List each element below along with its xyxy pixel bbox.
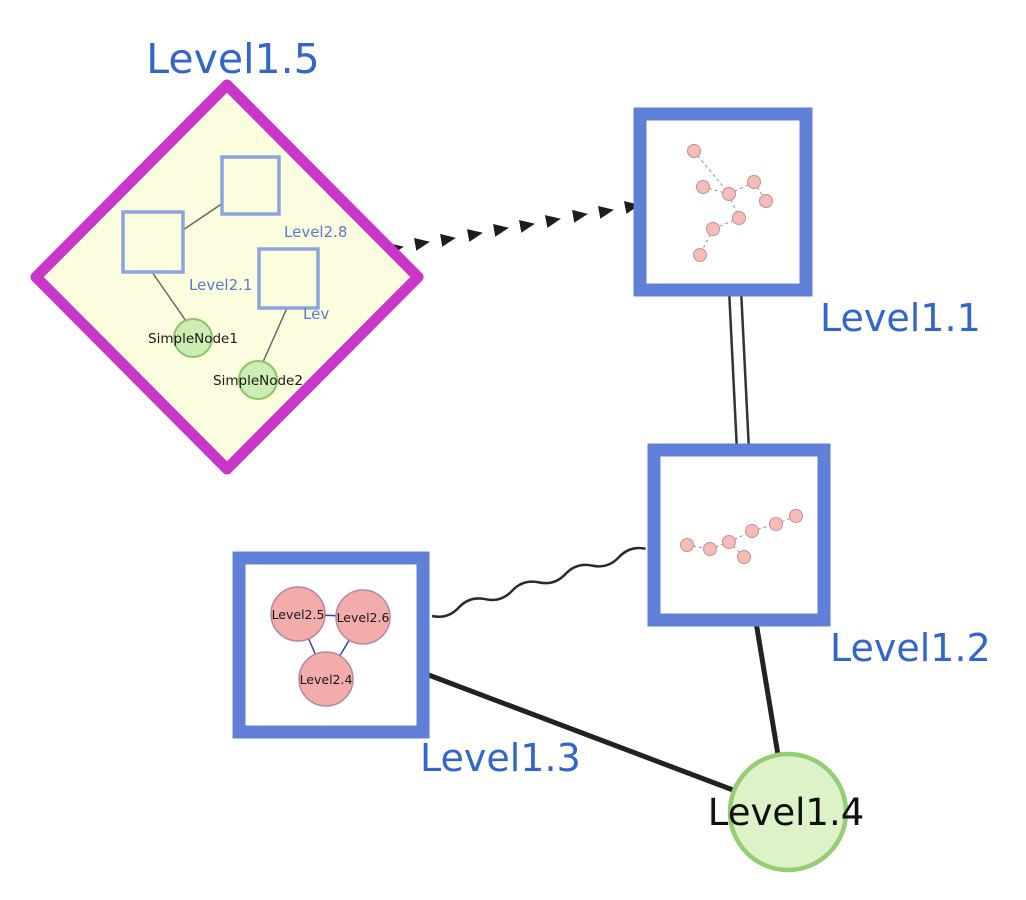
mini-node[interactable]: [722, 187, 736, 201]
mini-edge: [728, 193, 740, 219]
mini-node[interactable]: [696, 180, 710, 194]
node-level2-5-label: Level2.5: [272, 607, 325, 622]
node-lev-label: Lev: [303, 305, 329, 323]
level1-1-inner-graph: [687, 144, 773, 262]
mini-node[interactable]: [706, 222, 720, 236]
edge-level12-to-level14[interactable]: [753, 619, 781, 758]
node-level1-5-label: Level1.5: [146, 35, 319, 83]
mini-edge: [712, 217, 740, 230]
mini-node[interactable]: [769, 517, 783, 531]
node-level1-2: Level1.2: [647, 443, 991, 670]
edge-level11-to-level12[interactable]: [727, 288, 751, 452]
node-level1-1-shape[interactable]: [633, 107, 813, 297]
edge-level13-to-level12[interactable]: [431, 546, 646, 618]
mini-node[interactable]: [722, 535, 736, 549]
node-level2-1-shape[interactable]: [121, 210, 185, 274]
mini-node[interactable]: [759, 194, 773, 208]
node-level2-4-label: Level2.4: [300, 672, 353, 687]
mini-node[interactable]: [687, 144, 701, 158]
edge-level15-to-level11[interactable]: [387, 201, 640, 256]
node-level2-5-shape[interactable]: [270, 586, 326, 642]
edge-level13-to-level14[interactable]: [423, 671, 736, 793]
node-simplenode2-shape[interactable]: [238, 360, 278, 400]
node-level1-4: Level1.4: [708, 751, 865, 873]
node-simplenode1-shape[interactable]: [173, 318, 213, 358]
mini-node[interactable]: [745, 524, 759, 538]
mini-node[interactable]: [680, 538, 694, 552]
node-level1-3: Level2.5 Level2.6 Level2.4 Level1.3: [232, 551, 581, 780]
mini-edge: [728, 530, 753, 543]
node-level2-6-label: Level2.6: [337, 610, 390, 625]
edge-lev-to-simplenode2[interactable]: [262, 307, 288, 363]
node-simplenode1-label: SimpleNode1: [148, 331, 238, 347]
node-lev-shape[interactable]: [257, 247, 320, 310]
node-level1-3-label: Level1.3: [420, 736, 581, 780]
node-level2-8-label: Level2.8: [284, 223, 347, 241]
node-level1-2-shape[interactable]: [647, 443, 831, 627]
mini-edge: [728, 181, 755, 195]
node-level1-4-shape[interactable]: [727, 751, 849, 873]
node-level1-1-label: Level1.1: [820, 296, 981, 340]
mini-node[interactable]: [737, 550, 751, 564]
mini-edge: [702, 186, 730, 195]
edge-level2-1-to-simplenode1[interactable]: [151, 271, 187, 322]
edge-level2-1-to-level2-8[interactable]: [182, 202, 224, 231]
node-level2-1-label: Level2.1: [189, 276, 252, 294]
node-level2-6-shape[interactable]: [335, 589, 391, 645]
node-level2-8-shape[interactable]: [220, 155, 281, 216]
node-level1-5-shape[interactable]: [30, 79, 424, 475]
mini-node[interactable]: [747, 175, 761, 189]
node-level2-4-shape[interactable]: [298, 651, 354, 707]
node-level1-4-label: Level1.4: [708, 791, 865, 834]
node-level1-1: Level1.1: [633, 107, 981, 340]
mini-node[interactable]: [693, 248, 707, 262]
mini-node[interactable]: [703, 542, 717, 556]
mini-node[interactable]: [732, 211, 746, 225]
level1-2-inner-graph: [680, 509, 803, 564]
double-line-right: [739, 288, 751, 452]
node-simplenode2-label: SimpleNode2: [213, 373, 303, 389]
node-level1-5: Level1.5 Level2.8 Level2.1 Lev SimpleNod…: [30, 35, 424, 475]
node-level1-2-label: Level1.2: [830, 626, 991, 670]
mini-node[interactable]: [789, 509, 803, 523]
double-line-left: [727, 288, 739, 452]
